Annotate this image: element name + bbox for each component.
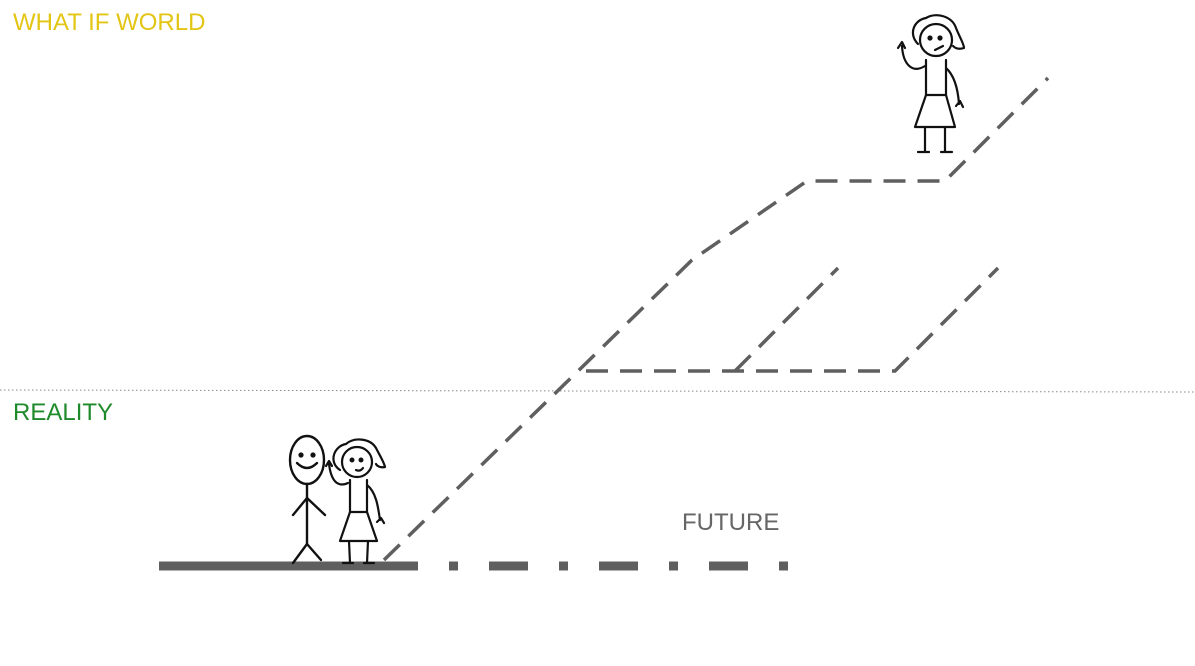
what-if-woman-lowered-arm	[944, 66, 965, 109]
stick-woman-what-if-figure	[896, 14, 966, 154]
woman-eye	[358, 457, 364, 463]
woman-lowered-arm	[365, 483, 386, 525]
woman-legs	[341, 539, 376, 565]
stick-man-arms	[291, 496, 327, 517]
what-if-woman-head	[918, 22, 954, 58]
main-what-if-path	[382, 76, 1050, 562]
what-if-woman-legs	[916, 125, 954, 154]
stick-man-head	[288, 434, 326, 486]
woman-dress	[338, 478, 379, 543]
stick-man-legs	[291, 542, 323, 565]
what-if-woman-eye	[927, 35, 933, 41]
woman-eye	[349, 457, 355, 463]
what-if-woman-dress	[913, 58, 957, 129]
stick-man-smile	[295, 461, 319, 470]
stick-man-eye	[310, 452, 316, 458]
what-if-woman-hair	[911, 14, 966, 50]
woman-smile	[354, 466, 365, 472]
stick-woman-reality-figure	[324, 438, 387, 565]
stick-man-figure	[288, 434, 327, 565]
what-if-woman-raised-arm	[896, 40, 927, 70]
what-if-world-label: WHAT IF WORLD	[13, 9, 206, 36]
reality-label: REALITY	[13, 399, 114, 426]
what-if-paths	[382, 76, 1050, 562]
future-label: FUTURE	[682, 509, 780, 536]
what-if-woman-eye	[937, 35, 943, 41]
what-if-woman-mouth	[933, 44, 945, 52]
woman-hair	[332, 438, 387, 472]
short-branch-path	[733, 266, 840, 373]
reality-divider-line	[0, 389, 1195, 393]
branch-what-if-path	[586, 266, 1000, 373]
woman-raised-arm	[324, 459, 350, 486]
woman-head	[340, 445, 374, 479]
stick-man-eye	[298, 452, 304, 458]
